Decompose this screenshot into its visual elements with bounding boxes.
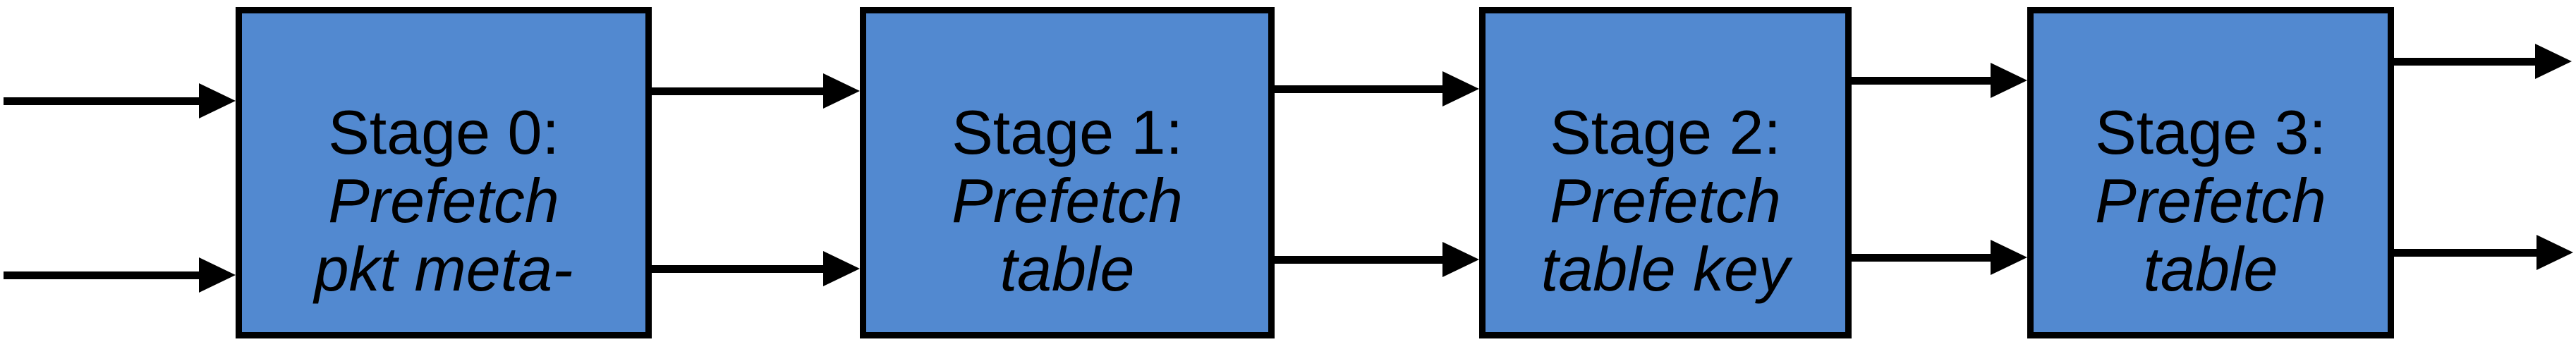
stage-subtitle-line2: table	[1000, 234, 1135, 304]
stage-subtitle-line2: table	[2143, 234, 2278, 304]
arrow-shaft	[4, 97, 202, 105]
stage-box-0-text: Stage 0: Prefetch pkt meta-	[242, 98, 645, 303]
arrow-input-bottom-icon	[4, 257, 236, 293]
arrow-stage1-stage2-top-icon	[1272, 71, 1479, 106]
arrowhead-icon	[199, 257, 236, 293]
arrowhead-icon	[823, 251, 860, 286]
arrow-stage2-stage3-bottom-icon	[1850, 240, 2027, 275]
stage-title: Stage 2:	[1550, 97, 1781, 167]
stage-box-1-text: Stage 1: Prefetch table	[866, 98, 1268, 303]
arrow-shaft	[1272, 255, 1445, 264]
stage-title: Stage 3:	[2095, 97, 2326, 167]
stage-box-3-text: Stage 3: Prefetch table	[2034, 98, 2388, 303]
arrow-output-top-icon	[2393, 44, 2572, 79]
arrow-stage1-stage2-bottom-icon	[1272, 242, 1479, 277]
arrowhead-icon	[2536, 235, 2573, 270]
arrow-shaft	[2393, 57, 2538, 66]
arrowhead-icon	[1442, 71, 1479, 106]
stage-subtitle-line1: Prefetch	[1550, 166, 1781, 236]
stage-subtitle-line1: Prefetch	[2095, 166, 2326, 236]
stage-subtitle-line2: pkt meta-	[314, 234, 573, 304]
arrow-shaft	[1850, 76, 1993, 85]
stage-title: Stage 1:	[952, 97, 1183, 167]
arrowhead-icon	[1991, 240, 2027, 275]
arrowhead-icon	[199, 83, 236, 118]
arrowhead-icon	[1442, 242, 1479, 277]
arrow-shaft	[650, 264, 826, 273]
arrowhead-icon	[1991, 63, 2027, 98]
stage-subtitle-line1: Prefetch	[952, 166, 1183, 236]
stage-box-2-text: Stage 2: Prefetch table key	[1486, 98, 1845, 303]
arrow-stage0-stage1-top-icon	[650, 73, 860, 109]
arrowhead-icon	[823, 73, 860, 109]
arrow-input-top-icon	[4, 83, 236, 118]
stage-title: Stage 0:	[328, 97, 559, 167]
stage-box-1: Stage 1: Prefetch table	[860, 7, 1275, 338]
arrow-stage2-stage3-top-icon	[1850, 63, 2027, 98]
arrow-shaft	[2393, 248, 2539, 257]
stage-box-2: Stage 2: Prefetch table key	[1479, 7, 1852, 338]
arrowhead-icon	[2535, 44, 2572, 79]
arrow-stage0-stage1-bottom-icon	[650, 251, 860, 286]
arrow-shaft	[4, 271, 202, 279]
stage-box-0: Stage 0: Prefetch pkt meta-	[236, 7, 652, 338]
arrow-shaft	[1850, 253, 1993, 262]
arrow-output-bottom-icon	[2393, 235, 2573, 270]
arrow-shaft	[650, 87, 826, 95]
arrow-shaft	[1272, 85, 1445, 93]
stage-subtitle-line2: table key	[1541, 234, 1790, 304]
stage-subtitle-line1: Prefetch	[328, 166, 559, 236]
stage-box-3: Stage 3: Prefetch table	[2027, 7, 2394, 338]
